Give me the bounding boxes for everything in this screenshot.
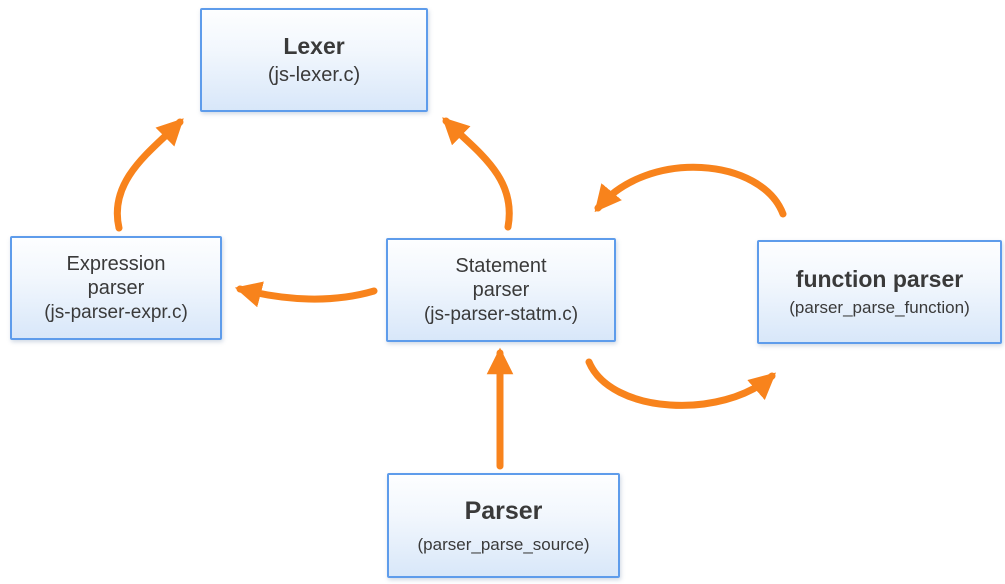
node-statement-parser: Statement parser (js-parser-statm.c)	[386, 238, 616, 342]
node-lexer: Lexer (js-lexer.c)	[200, 8, 428, 112]
node-statement-parser-subtitle: (js-parser-statm.c)	[423, 303, 579, 325]
node-statement-parser-title: Statement parser	[455, 254, 547, 302]
arrow-function-parser-to-statement-parser	[594, 163, 787, 218]
node-expression-parser: Expression parser (js-parser-expr.c)	[10, 236, 222, 340]
arrow-expression-parser-to-lexer	[113, 118, 184, 232]
node-expression-parser-title: Expression parser	[66, 252, 166, 300]
node-expression-parser-subtitle: (js-parser-expr.c)	[44, 301, 188, 323]
arrow-statement-parser-to-lexer	[442, 117, 513, 231]
arrow-statement-parser-to-function-parser	[585, 358, 776, 409]
node-function-parser-subtitle: (parser_parse_function)	[789, 298, 970, 318]
node-parser-subtitle: (parser_parse_source)	[417, 535, 590, 555]
arrow-statement-parser-to-expression-parser	[234, 281, 378, 308]
node-parser: Parser (parser_parse_source)	[387, 473, 620, 578]
node-lexer-title: Lexer	[283, 32, 345, 59]
node-function-parser: function parser (parser_parse_function)	[757, 240, 1002, 344]
node-function-parser-title: function parser	[795, 266, 964, 293]
node-lexer-subtitle: (js-lexer.c)	[267, 64, 361, 87]
node-parser-title: Parser	[464, 496, 543, 525]
